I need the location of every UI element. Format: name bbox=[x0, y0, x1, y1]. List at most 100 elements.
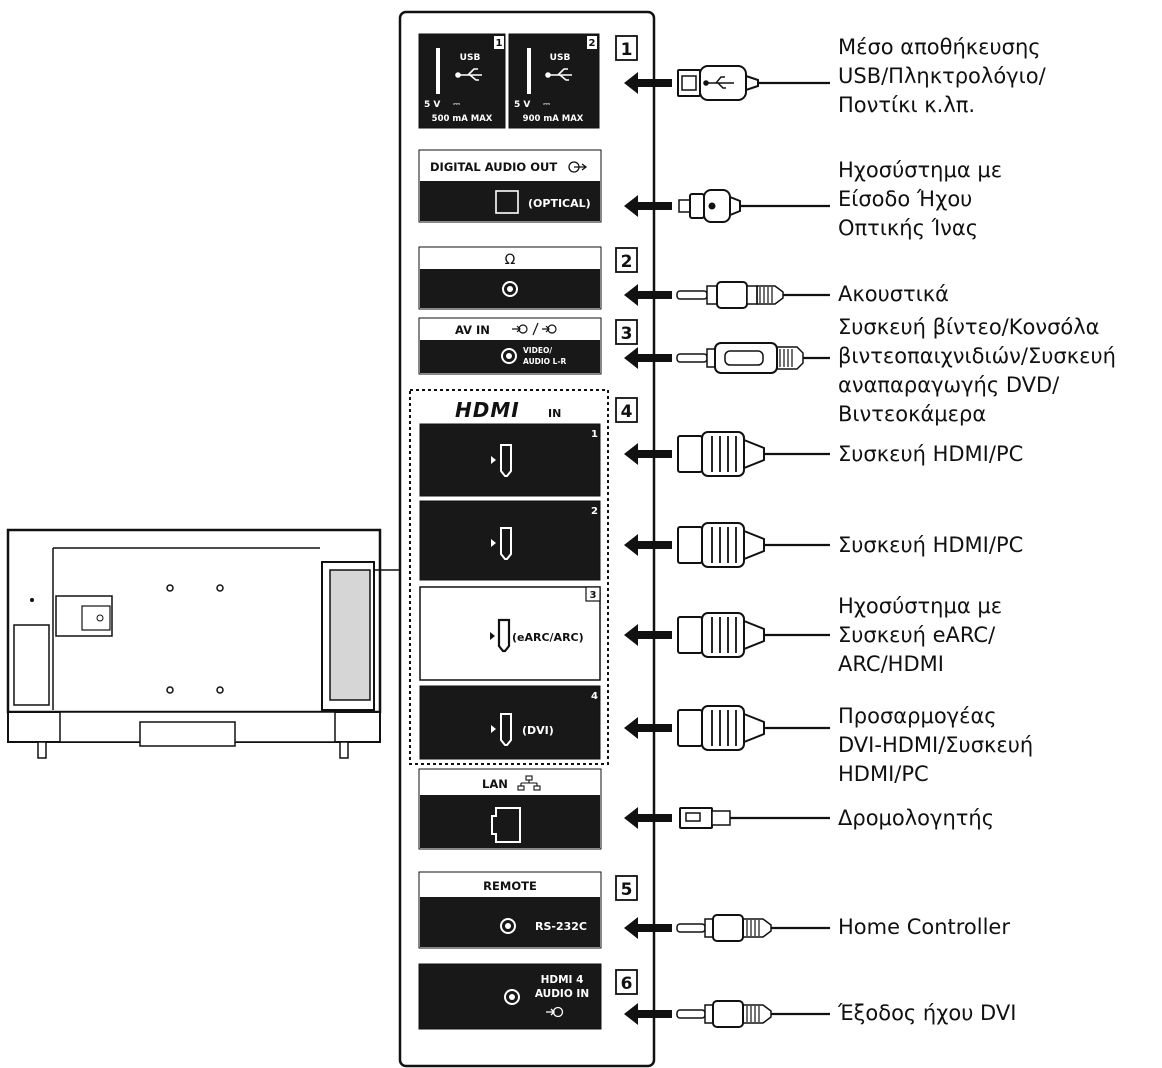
device-label-hdmi-3: Ηχοσύστημα με Συσκευή eARC/ ARC/HDMI bbox=[838, 592, 1002, 679]
av-in-sub-2: AUDIO L-R bbox=[523, 357, 567, 366]
section-number-2: 2 bbox=[621, 252, 633, 272]
device-label-usb-line-3: Ποντίκι κ.λπ. bbox=[838, 93, 976, 117]
device-label-av-line-4: Βιντεοκάμερα bbox=[838, 402, 987, 426]
usb-trident-icon bbox=[455, 68, 572, 81]
device-label-av-line-2: βιντεοπαιχνιδιών/Συσκευή bbox=[838, 344, 1116, 368]
device-label-optical-line-2: Είσοδο Ήχου bbox=[838, 187, 973, 211]
device-label-av: Συσκευή βίντεο/Κονσόλα βιντεοπαιχνιδιών/… bbox=[838, 313, 1116, 429]
device-label-usb-line-1: Μέσο αποθήκευσης bbox=[838, 35, 1041, 59]
arrow-remote bbox=[624, 917, 672, 939]
optical-label: (OPTICAL) bbox=[528, 197, 591, 210]
remote-port: REMOTE RS-232C bbox=[418, 871, 602, 949]
device-label-optical: Ηχοσύστημα με Είσοδο Ήχου Οπτικής Ίνας bbox=[838, 156, 1002, 243]
section-number-5: 5 bbox=[621, 880, 633, 900]
device-label-hdmi-3-line-3: ARC/HDMI bbox=[838, 652, 944, 676]
lan-plug-icon bbox=[679, 807, 830, 829]
av-in-label: AV IN bbox=[455, 323, 490, 337]
usb-ports: 1 2 USB USB 5 V ⎓ 5 V ⎓ 500 mA MAX 900 m… bbox=[418, 33, 600, 129]
section-number-1: 1 bbox=[621, 40, 633, 60]
device-label-hdmi-3-line-1: Ηχοσύστημα με bbox=[838, 594, 1003, 618]
hdmi-port-1-number: 1 bbox=[591, 429, 598, 440]
lan-label: LAN bbox=[482, 777, 508, 791]
arrow-av bbox=[624, 347, 672, 369]
device-label-optical-line-3: Οπτικής Ίνας bbox=[838, 216, 979, 240]
arrow-hdmi-4 bbox=[624, 717, 672, 739]
hdmi-port-2-number: 2 bbox=[591, 506, 598, 517]
device-label-hdmi-4-line-1: Προσαρμογέας bbox=[838, 704, 997, 728]
device-label-hdmi-1: Συσκευή HDMI/PC bbox=[838, 440, 1023, 469]
device-label-usb-line-2: USB/Πληκτρολόγιο/ bbox=[838, 64, 1046, 88]
device-label-headphones: Ακουστικά bbox=[838, 280, 949, 309]
output-icon bbox=[568, 161, 588, 173]
device-label-av-line-3: αναπαραγωγής DVD/ bbox=[838, 373, 1060, 397]
usb-port-1-number: 1 bbox=[496, 38, 503, 49]
usb-port-2-current: 900 mA MAX bbox=[523, 114, 584, 124]
hdmi-port-3-tag: (eARC/ARC) bbox=[512, 631, 584, 644]
hdmi-plug-icon-1 bbox=[677, 431, 830, 477]
device-label-hdmi-4-line-2: DVI-HDMI/Συσκευή bbox=[838, 733, 1034, 757]
device-label-lan: Δρομολογητής bbox=[838, 804, 994, 833]
remote-plug-icon bbox=[676, 914, 830, 942]
arrow-lan bbox=[624, 807, 672, 829]
device-label-hdmi-2: Συσκευή HDMI/PC bbox=[838, 531, 1023, 560]
hdmi-port-3-number: 3 bbox=[590, 590, 597, 601]
device-label-av-line-1: Συσκευή βίντεο/Κονσόλα bbox=[838, 315, 1100, 339]
hdmi-plug-icon-2 bbox=[677, 522, 830, 568]
hdmi-ports: HDMI IN 1 2 3 (eARC/ARC) 4 (DVI) bbox=[409, 389, 609, 765]
hdmi4-audio-in-port: HDMI 4 AUDIO IN bbox=[418, 963, 602, 1030]
arrow-hdmi-2 bbox=[624, 534, 672, 556]
device-label-remote-line-1: Home Controller bbox=[838, 915, 1010, 939]
section-number-6: 6 bbox=[621, 974, 633, 994]
optical-plug-icon bbox=[678, 189, 830, 223]
hdmi-port-4-number: 4 bbox=[591, 691, 598, 702]
ethernet-jack-icon bbox=[491, 807, 521, 843]
hdmi4-audio-line-2: AUDIO IN bbox=[535, 988, 589, 1000]
hdmi4-audio-line-1: HDMI 4 bbox=[541, 974, 584, 986]
device-label-hdmi-4-line-3: HDMI/PC bbox=[838, 762, 929, 786]
headphone-plug-icon bbox=[676, 281, 830, 309]
device-label-hdmi-4: Προσαρμογέας DVI-HDMI/Συσκευή HDMI/PC bbox=[838, 702, 1033, 789]
network-icon bbox=[517, 775, 541, 791]
usb-port-1-volt: 5 V bbox=[424, 100, 440, 110]
usb-plug-icon bbox=[677, 65, 830, 101]
hdmi-plug-icon-3 bbox=[677, 612, 830, 658]
headphone-icon: Ω bbox=[505, 252, 516, 268]
connection-arrows bbox=[624, 72, 672, 1025]
arrow-usb bbox=[624, 72, 672, 94]
device-label-hdmi-2-line-1: Συσκευή HDMI/PC bbox=[838, 533, 1024, 557]
device-label-dvi-audio: Έξοδος ήχου DVI bbox=[838, 999, 1016, 1028]
device-label-optical-line-1: Ηχοσύστημα με bbox=[838, 158, 1003, 182]
rs232c-label: RS-232C bbox=[535, 920, 587, 933]
dc-symbol-2: ⎓ bbox=[543, 100, 550, 110]
input-output-icon bbox=[512, 322, 557, 336]
av-in-sub-1: VIDEO/ bbox=[523, 346, 552, 355]
device-label-usb: Μέσο αποθήκευσης USB/Πληκτρολόγιο/ Ποντί… bbox=[838, 33, 1046, 120]
arrow-dvi-audio bbox=[624, 1003, 672, 1025]
device-label-headphones-line-1: Ακουστικά bbox=[838, 282, 950, 306]
device-label-hdmi-1-line-1: Συσκευή HDMI/PC bbox=[838, 442, 1024, 466]
av-in-port: AV IN VIDEO/ AUDIO L-R bbox=[418, 317, 602, 375]
dc-symbol: ⎓ bbox=[453, 100, 460, 110]
digital-audio-out-port: DIGITAL AUDIO OUT (OPTICAL) bbox=[418, 149, 602, 223]
hdmi-port-4-tag: (DVI) bbox=[522, 724, 554, 737]
arrow-hdmi-1 bbox=[624, 443, 672, 465]
av-plug-icon bbox=[676, 342, 830, 374]
optical-port-icon bbox=[495, 190, 519, 214]
usb-port-2-label: USB bbox=[550, 53, 571, 63]
headphone-port: Ω bbox=[418, 246, 602, 310]
device-label-dvi-audio-line-1: Έξοδος ήχου DVI bbox=[838, 1001, 1017, 1025]
hdmi-logo: HDMI bbox=[455, 398, 520, 422]
arrow-headphone bbox=[624, 284, 672, 306]
digital-audio-out-label: DIGITAL AUDIO OUT bbox=[430, 160, 557, 174]
arrow-hdmi-3 bbox=[624, 624, 672, 646]
device-label-lan-line-1: Δρομολογητής bbox=[838, 806, 995, 830]
tv-rear-view bbox=[6, 528, 400, 759]
section-number-3: 3 bbox=[621, 324, 633, 344]
section-numbers: 1 2 3 4 5 6 bbox=[615, 35, 638, 995]
usb-port-2-number: 2 bbox=[589, 38, 596, 49]
lan-port: LAN bbox=[418, 768, 602, 850]
device-label-hdmi-3-line-2: Συσκευή eARC/ bbox=[838, 623, 996, 647]
hdmi-in-label: IN bbox=[548, 407, 561, 420]
device-label-remote: Home Controller bbox=[838, 913, 1010, 942]
